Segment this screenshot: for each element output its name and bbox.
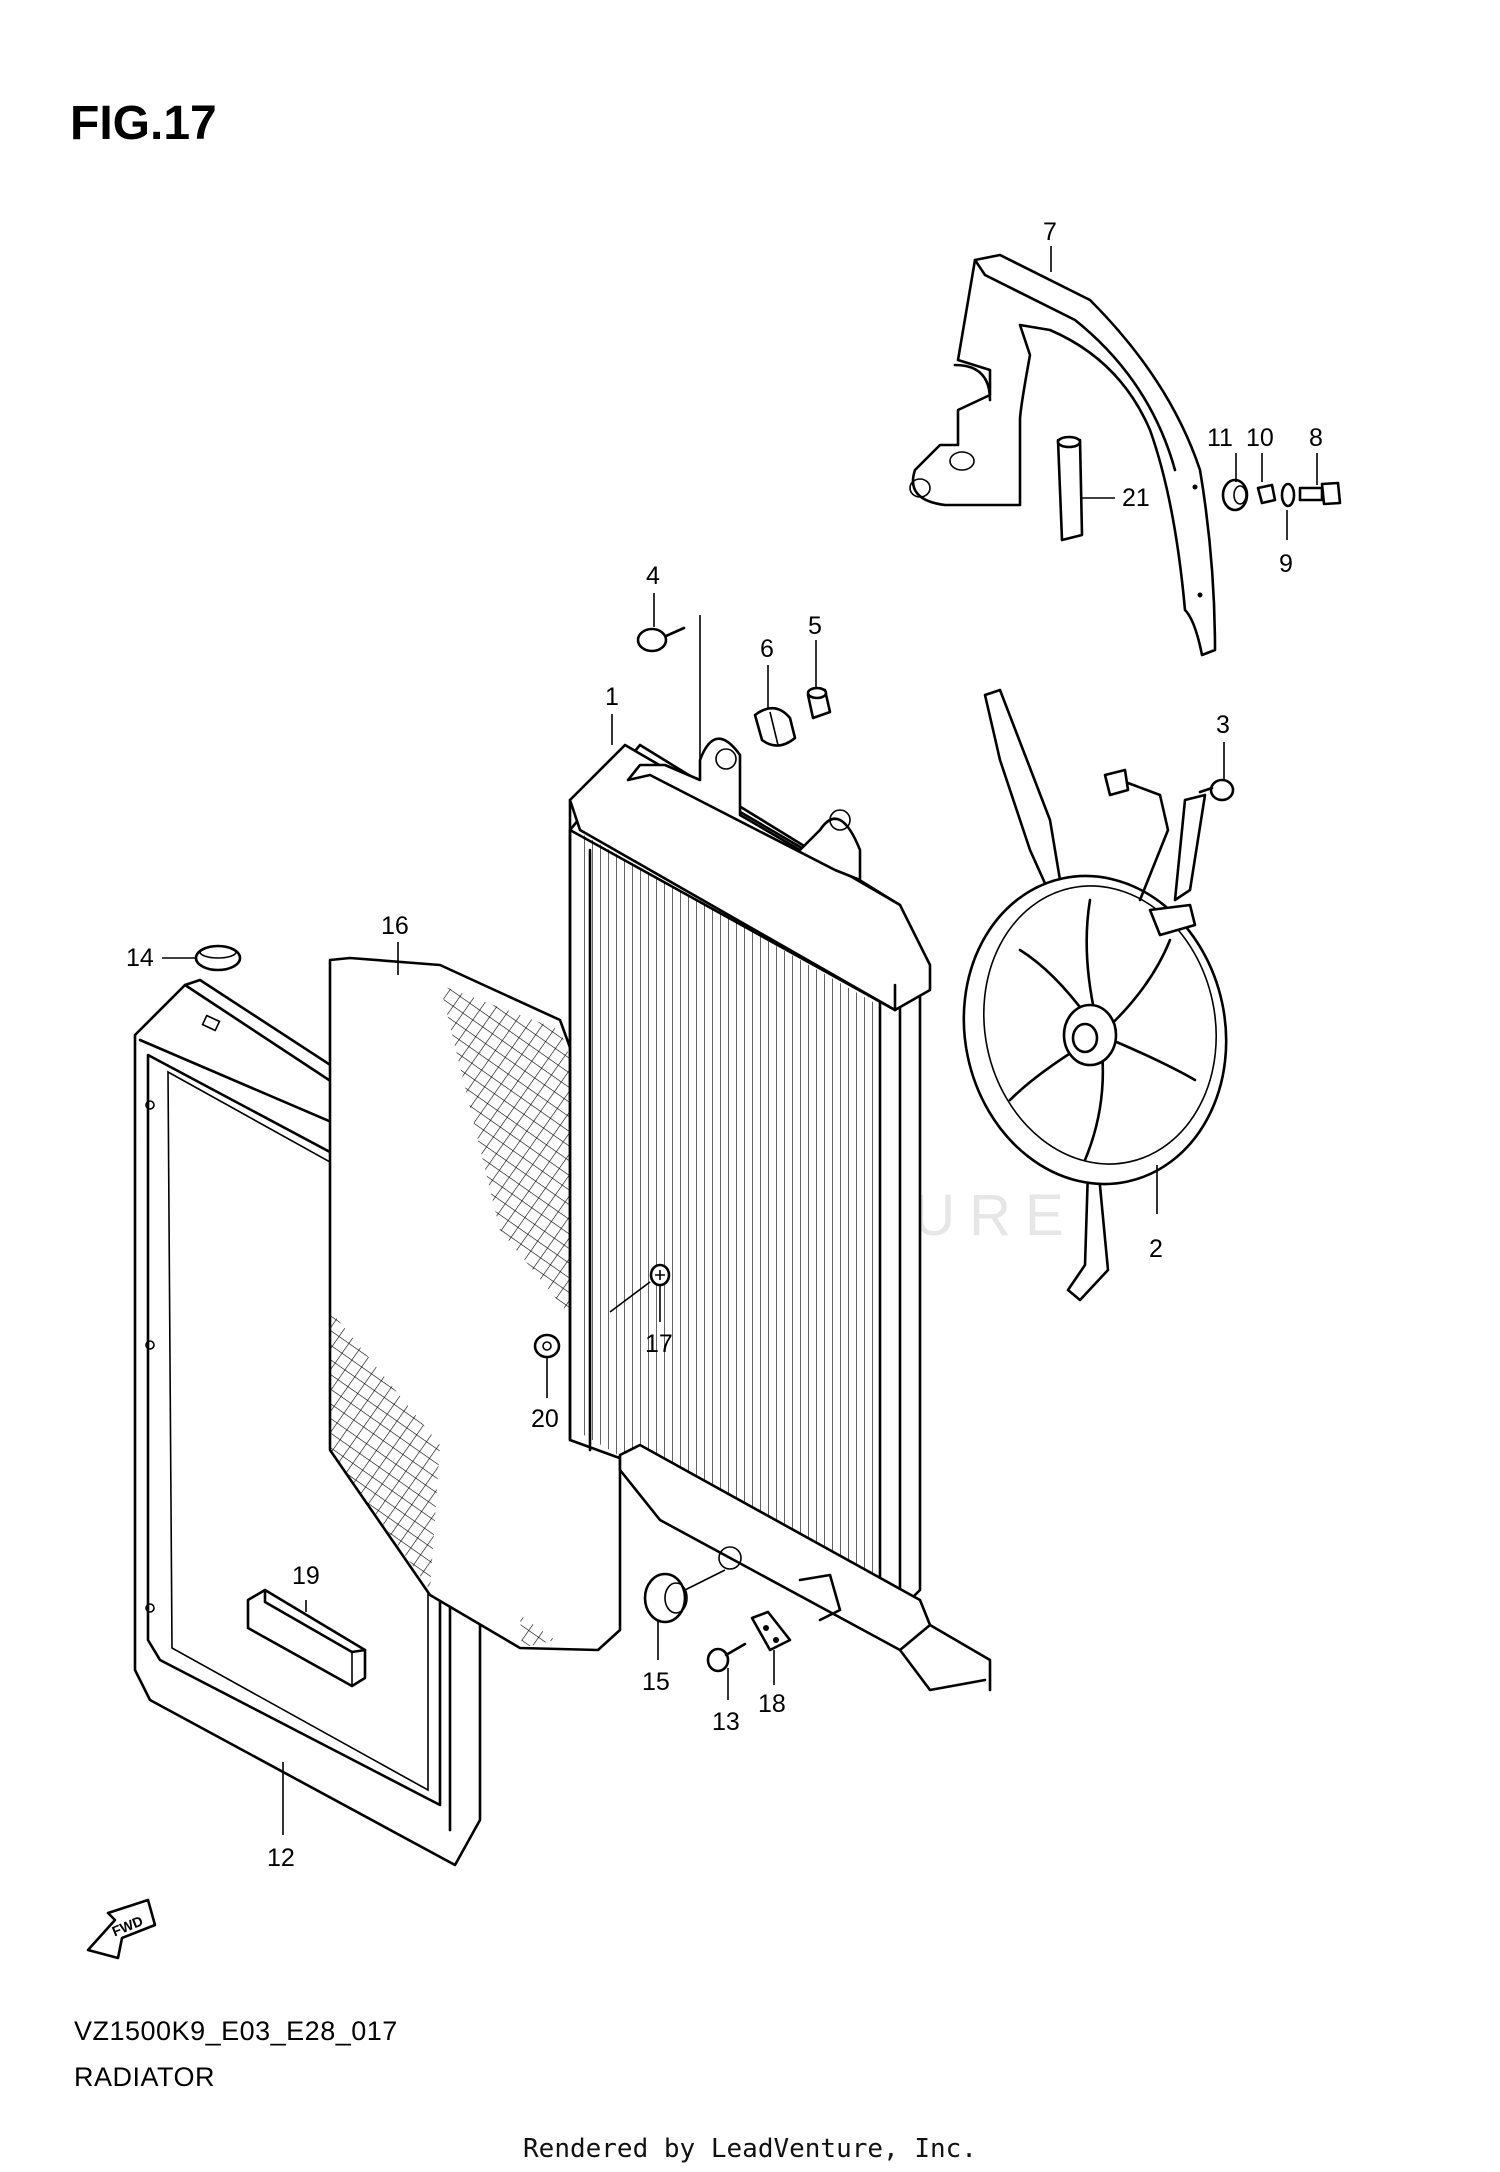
grommet-14 [194,944,242,972]
callout-16: 16 [381,912,409,940]
bolt-3 [1198,778,1235,802]
callout-5: 5 [808,612,822,640]
callout-14: 14 [126,944,154,972]
grommet-15 [643,1572,688,1624]
diagram-section-name: RADIATOR [74,2062,216,2092]
label-sticker [246,1588,367,1688]
grommet-6 [753,706,797,747]
callout-4: 4 [646,562,660,590]
callout-1: 1 [605,683,619,711]
collar-10 [1256,483,1277,505]
callout-7: 7 [1043,218,1057,246]
cooling-fan [962,688,1228,1302]
bolt-8 [1298,481,1342,506]
collar-5 [806,686,832,720]
nut-clip-18 [750,1610,792,1652]
callout-13: 13 [712,1708,740,1736]
callout-9: 9 [1279,550,1293,578]
callout-11: 11 [1207,424,1233,452]
callout-20: 20 [531,1405,559,1433]
callout-21: 21 [1122,484,1150,512]
fan-shroud-bracket [909,253,1217,657]
grommet-11 [1221,478,1249,512]
callout-18: 18 [758,1690,786,1718]
callout-10: 10 [1246,424,1274,452]
callout-2: 2 [1149,1235,1163,1263]
callout-12: 12 [267,1844,295,1872]
washer-9 [1280,482,1296,508]
bolt-4 [636,626,686,653]
callout-3: 3 [1216,711,1230,739]
screw-13 [706,1642,747,1673]
callout-leaders [162,246,1318,1835]
clip-17 [649,1263,671,1287]
render-credit: Rendered by LeadVenture, Inc. [523,2134,977,2164]
callout-17: 17 [645,1330,673,1358]
radiator-core [568,737,992,1692]
diagram-model-code: VZ1500K9_E03_E28_017 [74,2016,398,2046]
callout-labels: 1 2 3 4 5 6 7 8 9 10 11 12 13 14 15 16 1… [126,218,1323,1872]
foam-strip [1056,435,1084,542]
washer-20 [533,1333,561,1359]
callout-19: 19 [292,1562,320,1590]
forward-direction-arrow: FWD [86,1898,157,1960]
callout-6: 6 [760,635,774,663]
callout-8: 8 [1309,424,1323,452]
callout-15: 15 [642,1668,670,1696]
figure-title: FIG.17 [70,97,217,150]
